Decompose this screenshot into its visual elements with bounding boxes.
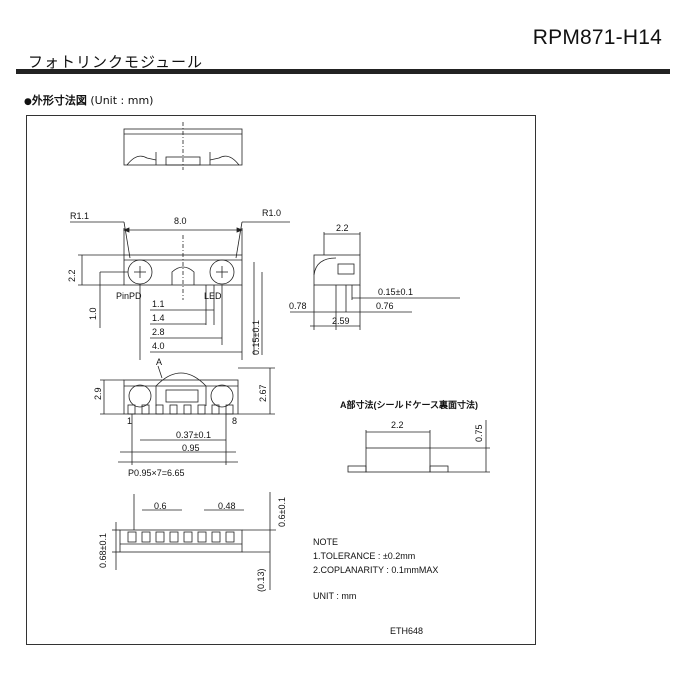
dim-1-1: 1.1 [152, 299, 165, 309]
label-pin-1: 1 [127, 416, 132, 426]
dim-0-76: 0.76 [376, 301, 394, 311]
detail-a-view [347, 420, 490, 473]
dim-2-2-side: 2.2 [336, 223, 349, 233]
dim-2-9: 2.9 [93, 387, 103, 400]
dim-pitch: P0.95×7=6.65 [128, 468, 185, 478]
pad-row [127, 531, 235, 543]
label-led: LED [204, 291, 222, 301]
label-pin-8: 8 [232, 416, 237, 426]
dim-0-13: (0.13) [256, 568, 266, 592]
note-title: NOTE [313, 537, 338, 547]
pin-row [127, 404, 234, 415]
side-view [290, 232, 460, 330]
front-view [70, 221, 290, 360]
dim-0-68: 0.68±0.1 [98, 533, 108, 568]
dim-0-15-a: 0.15±0.1 [251, 320, 261, 355]
dim-0-48: 0.48 [218, 501, 236, 511]
dim-4-0: 4.0 [152, 341, 165, 351]
drawing-id: ETH648 [390, 626, 423, 636]
led-lens [209, 259, 235, 285]
label-r11: R1.1 [70, 211, 89, 221]
detail-a-title: A部寸法(シールドケース裏面寸法) [340, 399, 478, 410]
dim-8-0: 8.0 [174, 216, 187, 226]
header-rule [16, 69, 670, 74]
note-coplanarity: 2.COPLANARITY : 0.1mmMAX [313, 565, 438, 575]
top-view [123, 122, 243, 170]
part-number: RPM871-H14 [532, 26, 662, 49]
dim-2-8: 2.8 [152, 327, 165, 337]
dim-2-67: 2.67 [258, 384, 268, 402]
note-unit: UNIT : mm [313, 591, 356, 601]
section-unit: (Unit : mm) [86, 94, 154, 107]
dim-0-78: 0.78 [289, 301, 307, 311]
dim-0-6-b: 0.6±0.1 [277, 497, 287, 527]
dim-1-0: 1.0 [88, 307, 98, 320]
bottom-view [100, 365, 275, 465]
label-pinpd: PinPD [116, 291, 142, 301]
product-name: フォトリンクモジュール [28, 53, 203, 71]
section-heading: ●外形寸法図 (Unit : mm) [24, 92, 153, 108]
dim-0-37: 0.37±0.1 [176, 430, 211, 440]
label-detail-a: A [156, 357, 162, 367]
drawing-frame [26, 115, 536, 645]
dim-0-95: 0.95 [182, 443, 200, 453]
drawing-labels: R1.1 R1.0 8.0 2.2 1.0 PinPD LED 1.1 1.4 … [67, 208, 484, 636]
pad-layout-view [112, 492, 276, 590]
section-title: 外形寸法図 [31, 94, 87, 107]
dim-0-15-b: 0.15±0.1 [378, 287, 413, 297]
note-tolerance: 1.TOLERANCE : ±0.2mm [313, 551, 415, 561]
bullet-icon: ● [24, 97, 32, 107]
dim-1-4: 1.4 [152, 313, 165, 323]
dim-0-6: 0.6 [154, 501, 167, 511]
dim-a-0-75: 0.75 [474, 424, 484, 442]
dim-a-2-2: 2.2 [391, 420, 404, 430]
label-r10: R1.0 [262, 208, 281, 218]
dim-2-2: 2.2 [67, 269, 77, 282]
dim-2-59: 2.59 [332, 316, 350, 326]
